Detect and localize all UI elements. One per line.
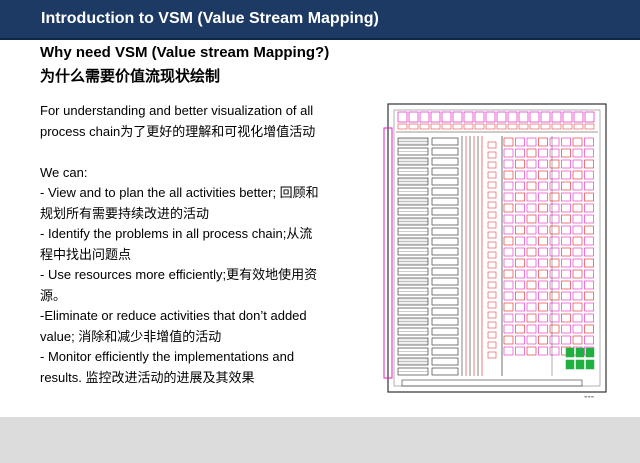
bullet-line: value; 消除和减少非增值的活动: [40, 328, 222, 344]
bullet-line: -Eliminate or reduce activities that don…: [40, 308, 307, 323]
slide-title: Introduction to VSM (Value Stream Mappin…: [41, 10, 379, 27]
bullet-line: 源。: [40, 287, 67, 303]
bullet-line: - Identify the problems in all process c…: [40, 226, 313, 241]
bullet-line: results. 监控改进活动的进展及其效果: [40, 369, 255, 385]
subtitle-chinese: 为什么需要价值流现状绘制: [40, 67, 221, 85]
bullet-line: 规划所有需要持续改进的活动: [40, 205, 210, 221]
bullet-line: - Use resources more efficiently;更有效地使用资: [40, 267, 318, 282]
bullet-line: 程中找出问题点: [40, 246, 132, 262]
bullet-line: - Monitor efficiently the implementation…: [40, 349, 295, 364]
subtitle-english: Why need VSM (Value stream Mapping?): [40, 44, 330, 61]
svg-text:≡≡≡: ≡≡≡: [584, 394, 594, 399]
footer-band: [0, 417, 640, 463]
spacer: [40, 142, 370, 163]
header-bar: Introduction to VSM (Value Stream Mappin…: [0, 0, 640, 40]
intro-line: process chain为了更好的理解和可视化增值活动: [40, 123, 316, 139]
we-can-label: We can:: [40, 164, 88, 180]
intro-line: For understanding and better visualizati…: [40, 103, 314, 118]
bullet-line: - View and to plan the all activities be…: [40, 185, 319, 200]
factory-layout-drawing: ≡≡≡: [382, 98, 612, 408]
body-text: For understanding and better visualizati…: [40, 101, 370, 388]
